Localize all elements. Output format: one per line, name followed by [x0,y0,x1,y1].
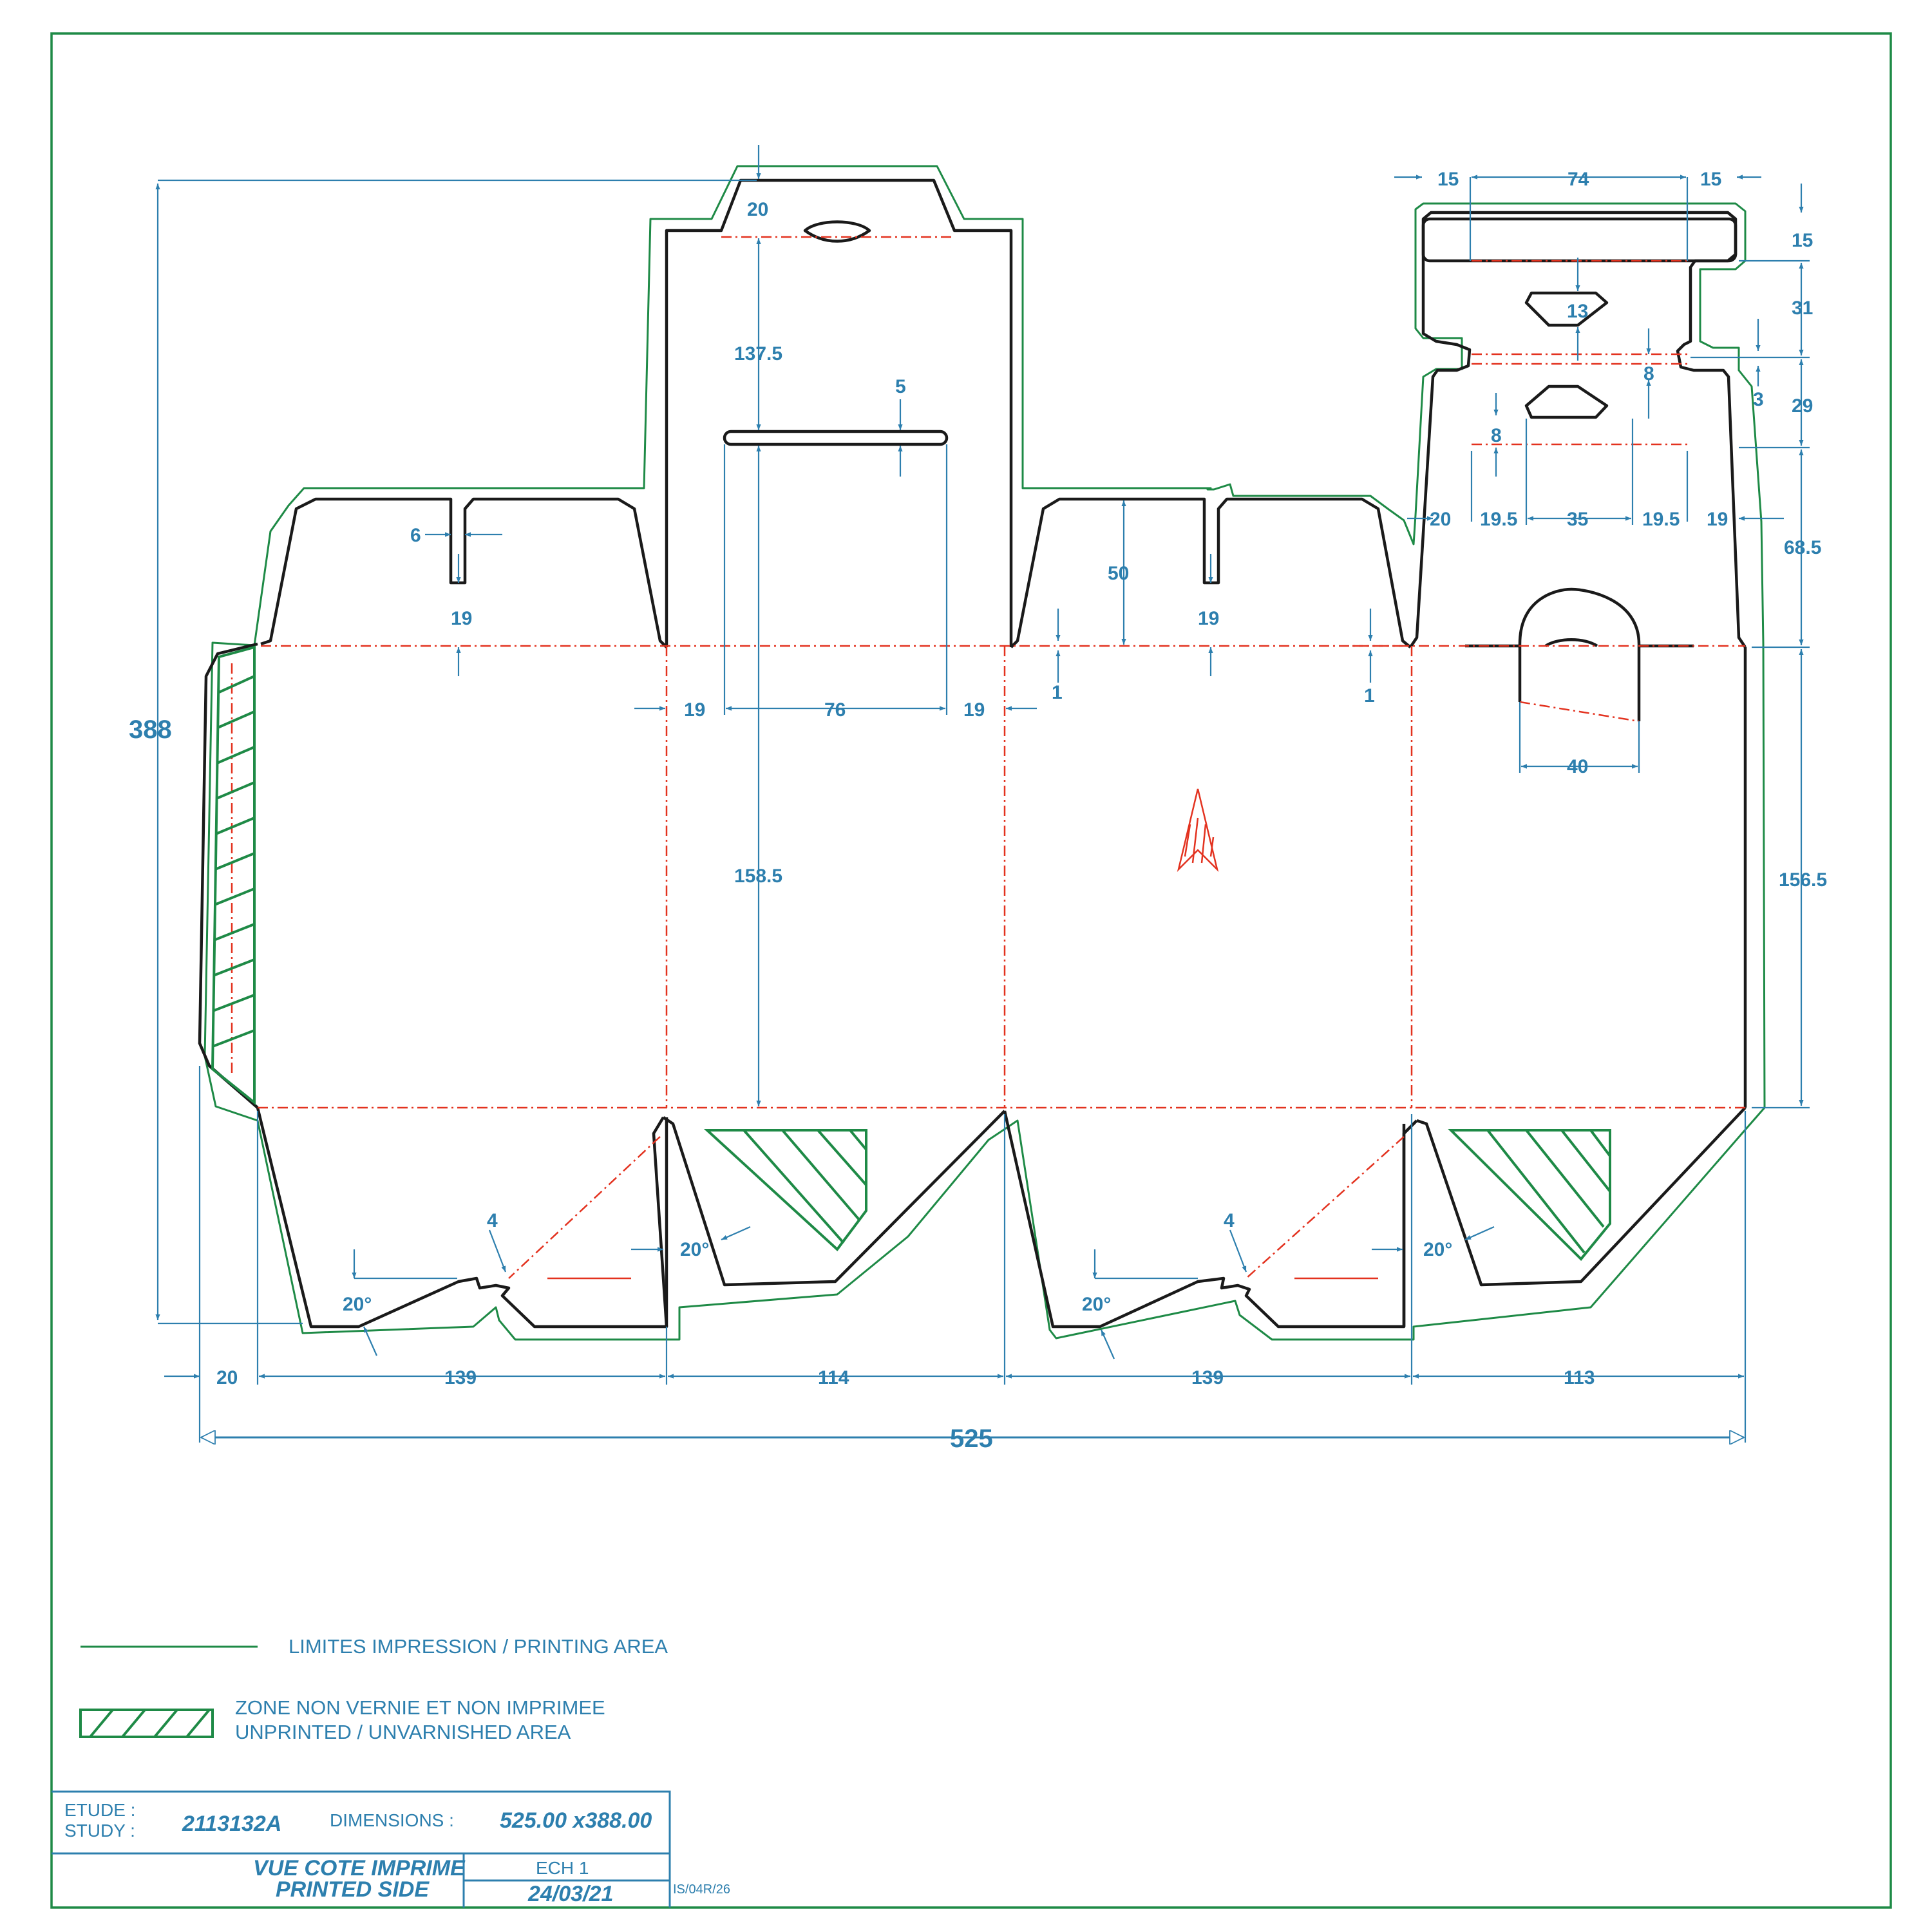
dim-dust-flap-height: 50 [1108,563,1129,584]
dim-panel-2: 114 [818,1367,849,1388]
dim-panel-4: 113 [1564,1367,1595,1388]
form-ref: IS/04R/26 [673,1882,730,1897]
legend: LIMITES IMPRESSION / PRINTING AREA ZONE … [79,1635,668,1743]
dim-panel-1: 139 [444,1367,477,1388]
dim-offset-right: 1 [1364,685,1375,706]
legend-printing-area: LIMITES IMPRESSION / PRINTING AREA [289,1635,668,1658]
dim-angle-3: 20° [1082,1294,1111,1315]
dim-body-height: 158.5 [734,866,782,887]
dim-overall-height: 388 [129,715,172,744]
study-number: 2113132A [182,1812,281,1836]
dim-v-13: 13 [1567,301,1588,322]
dim-notch-depth-left: 19 [451,608,472,629]
unprinted-zones [211,645,1611,1261]
dim-bottom-4-a: 4 [487,1210,498,1231]
study-label-en: STUDY : [64,1821,135,1841]
dim-h-19-5-b: 19.5 [1642,509,1680,530]
dim-h-19-5-a: 19.5 [1480,509,1517,530]
dim-notch-depth-right: 19 [1198,608,1219,629]
scale: ECH 1 [536,1858,589,1878]
dim-top-15-right: 15 [1700,169,1721,190]
dim-v-15: 15 [1792,230,1813,251]
dim-v-8-b: 8 [1491,425,1502,446]
dim-v-68-5: 68.5 [1784,537,1821,558]
dim-h-19: 19 [1707,509,1728,530]
dim-v-8-a: 8 [1643,363,1654,384]
dim-glue-flap: 20 [216,1367,238,1388]
dim-side-gap-left: 19 [684,699,705,721]
cut-outline [198,178,1747,1329]
dim-overall-width: 525 [950,1425,993,1453]
view-fr: VUE COTE IMPRIME [253,1856,466,1880]
dim-handle-40: 40 [1567,756,1588,777]
view-en: PRINTED SIDE [276,1877,430,1902]
dim-tuck-height: 137.5 [734,343,782,365]
dim-v-31: 31 [1792,298,1813,319]
dim-tuck-tab: 20 [747,199,768,220]
dim-panel-3: 139 [1191,1367,1224,1388]
dimensions-value: 525.00 x388.00 [500,1808,652,1833]
dim-bottom-4-b: 4 [1224,1210,1235,1231]
legend-unprinted-line2: UNPRINTED / UNVARNISHED AREA [235,1721,571,1743]
dim-side-gap-right: 19 [963,699,985,721]
dim-v-156-5: 156.5 [1779,869,1827,891]
dim-v-29: 29 [1792,395,1813,417]
dim-offset-left: 1 [1052,682,1063,703]
drawing-frame [50,32,1892,1909]
dim-v-3: 3 [1753,389,1764,410]
dim-h-20: 20 [1430,509,1451,530]
title-block: ETUDE : STUDY : 2113132A DIMENSIONS : 52… [52,1790,730,1908]
dim-notch-width: 6 [410,525,421,546]
study-label-fr: ETUDE : [64,1800,135,1820]
dimension-labels: 388 525 20 139 114 139 113 20 137.5 5 19… [129,169,1827,1453]
dim-h-35: 35 [1567,509,1588,530]
legend-unprinted-line1: ZONE NON VERNIE ET NON IMPRIMEE [235,1696,605,1719]
dim-top-74: 74 [1567,169,1589,190]
dimension-lines [155,145,1810,1443]
dim-top-15-left: 15 [1437,169,1459,190]
printing-limit-outline [204,165,1766,1341]
dimensions-label: DIMENSIONS : [330,1810,454,1830]
date: 24/03/21 [527,1882,613,1906]
dim-angle-1: 20° [343,1294,372,1315]
dim-angle-2: 20° [680,1239,709,1260]
dim-side-window: 76 [824,699,846,721]
legend-hatch-swatch [79,1709,214,1738]
dim-slot-width: 5 [895,376,906,397]
dim-angle-4: 20° [1423,1239,1452,1260]
crease-lines [231,236,1745,1280]
